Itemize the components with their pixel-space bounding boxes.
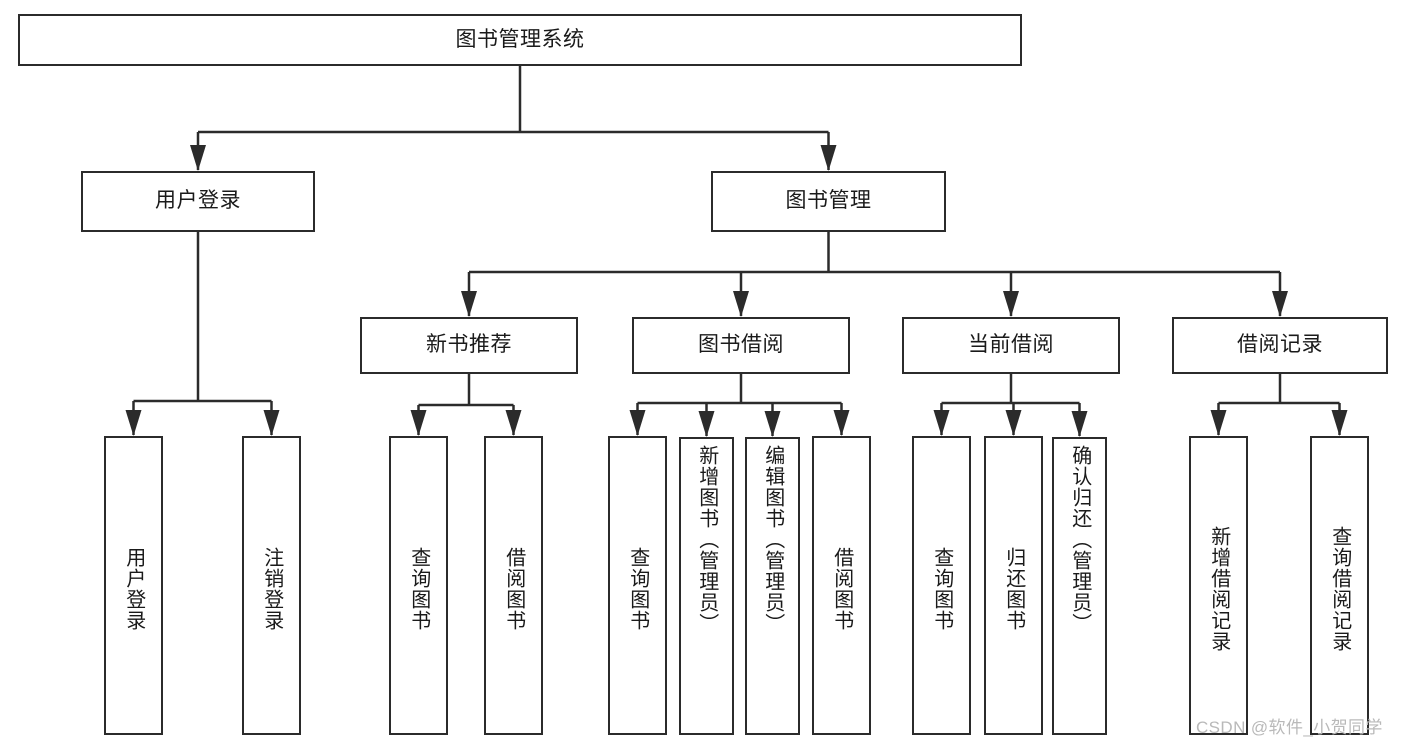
- arrowhead-icon: [820, 145, 837, 171]
- node-label: 当前借阅: [968, 333, 1054, 357]
- arrowhead-icon: [1272, 291, 1288, 317]
- arrowhead-icon: [125, 410, 142, 436]
- arrowhead-icon: [629, 410, 646, 436]
- node-label: 新增图书（管理员）: [695, 445, 718, 634]
- node-label: 查询图书: [407, 546, 430, 631]
- node-label: 新增借阅记录: [1207, 525, 1230, 652]
- node-l_cu_conf[interactable]: 确认归还（管理员）: [1052, 437, 1107, 735]
- node-records[interactable]: 借阅记录: [1172, 317, 1388, 374]
- node-l_cu_return[interactable]: 归还图书: [984, 436, 1043, 735]
- node-l_cu_query[interactable]: 查询图书: [912, 436, 971, 735]
- arrowhead-icon: [263, 410, 280, 436]
- node-l_login[interactable]: 用户登录: [104, 436, 163, 735]
- node-label: 编辑图书（管理员）: [761, 445, 784, 634]
- node-login[interactable]: 用户登录: [81, 171, 315, 232]
- node-label: 借阅图书: [830, 546, 853, 631]
- node-l_re_add[interactable]: 新增借阅记录: [1189, 436, 1248, 735]
- node-l_bo_lend[interactable]: 借阅图书: [812, 436, 871, 735]
- arrowhead-icon: [833, 410, 850, 436]
- arrowhead-icon: [505, 410, 522, 436]
- arrowhead-icon: [190, 145, 206, 171]
- node-label: 图书管理系统: [455, 27, 585, 51]
- arrowhead-icon: [733, 291, 749, 317]
- node-newbook[interactable]: 新书推荐: [360, 317, 578, 374]
- node-label: 查询图书: [930, 546, 953, 631]
- node-bookmgmt[interactable]: 图书管理: [711, 171, 946, 232]
- node-label: 借阅图书: [502, 546, 525, 631]
- arrowhead-icon: [1005, 410, 1022, 436]
- node-label: 确认归还（管理员）: [1068, 445, 1091, 634]
- arrowhead-icon: [1210, 410, 1227, 436]
- arrowhead-icon: [1331, 410, 1348, 436]
- arrowhead-icon: [410, 410, 427, 436]
- arrowhead-icon: [698, 411, 715, 437]
- arrowhead-icon: [1071, 411, 1088, 437]
- arrowhead-icon: [764, 411, 781, 437]
- node-l_re_query[interactable]: 查询借阅记录: [1310, 436, 1369, 735]
- node-label: 注销登录: [260, 546, 283, 631]
- arrowhead-icon: [1003, 291, 1019, 317]
- node-l_logout[interactable]: 注销登录: [242, 436, 301, 735]
- node-l_bo_edit[interactable]: 编辑图书（管理员）: [745, 437, 800, 735]
- node-l_nb_borrow[interactable]: 借阅图书: [484, 436, 543, 735]
- node-current[interactable]: 当前借阅: [902, 317, 1120, 374]
- node-root[interactable]: 图书管理系统: [18, 14, 1022, 66]
- node-l_bo_query[interactable]: 查询图书: [608, 436, 667, 735]
- node-l_nb_query[interactable]: 查询图书: [389, 436, 448, 735]
- node-label: 用户登录: [122, 546, 145, 631]
- node-label: 新书推荐: [426, 333, 512, 357]
- arrowhead-icon: [933, 410, 950, 436]
- node-borrow[interactable]: 图书借阅: [632, 317, 850, 374]
- arrowhead-icon: [461, 291, 477, 317]
- node-label: 查询借阅记录: [1328, 525, 1351, 652]
- node-label: 用户登录: [155, 189, 241, 213]
- node-label: 查询图书: [626, 546, 649, 631]
- node-label: 图书借阅: [698, 333, 784, 357]
- node-label: 借阅记录: [1237, 333, 1323, 357]
- node-l_bo_add[interactable]: 新增图书（管理员）: [679, 437, 734, 735]
- node-label: 归还图书: [1002, 546, 1025, 631]
- node-label: 图书管理: [785, 189, 872, 213]
